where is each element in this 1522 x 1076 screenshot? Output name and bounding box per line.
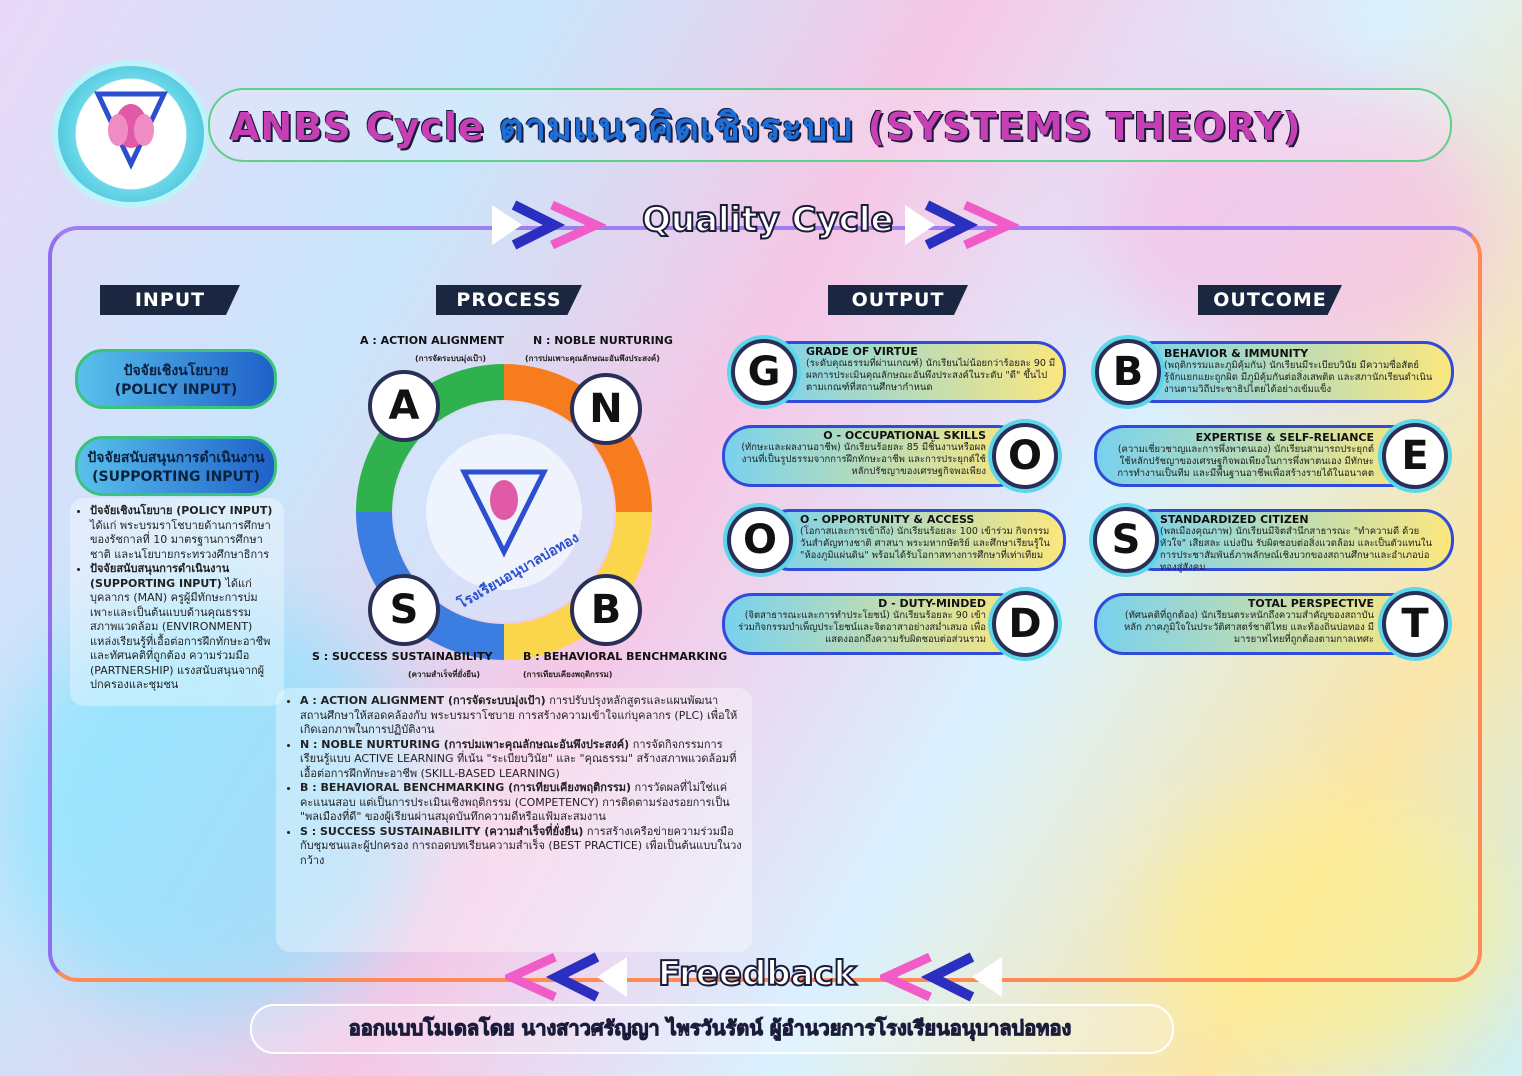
outcome-letter-b: B (1095, 339, 1161, 405)
outcome-head-t: TOTAL PERSPECTIVE (1247, 597, 1374, 610)
output-letter-o1: O (992, 423, 1058, 489)
output-text-d: D - DUTY-MINDED (จิตสาธารณะและการทำประโย… (736, 597, 986, 646)
output-head-g: GRADE OF VIRTUE (806, 345, 918, 358)
outcome-row-s (1124, 509, 1454, 571)
page-title: ANBS Cycle ตามแนวคิดเชิงระบบ (SYSTEMS TH… (230, 96, 1302, 157)
outcome-text-b: BEHAVIOR & IMMUNITY (พฤติกรรมและภูมิคุ้ม… (1164, 347, 1434, 396)
letter-a: A (368, 370, 440, 442)
footer-credit: ออกแบบโมเดลโดย นางสาวศรัญญา ไพรวันรัตน์ … (348, 1016, 1072, 1041)
letter-s: S (368, 574, 440, 646)
support-line1: ปัจจัยสนับสนุนการดำเนินงาน (87, 450, 265, 466)
output-row-d (722, 593, 1028, 655)
feedback-label: Freedback (657, 953, 857, 995)
output-head-o2: O - OPPORTUNITY & ACCESS (800, 513, 975, 526)
process-note-n: N : NOBLE NURTURING (การบ่มเพาะคุณลักษณะ… (300, 738, 744, 782)
outcome-body-t: (ทัศนคติที่ถูกต้อง) นักเรียนตระหนักถึงคว… (1124, 610, 1374, 645)
label-a: A : ACTION ALIGNMENT (360, 334, 505, 347)
outcome-text-s: STANDARDIZED CITIZEN (พลเมืองคุณภาพ) นัก… (1160, 513, 1444, 574)
support-line2: (SUPPORTING INPUT) (92, 469, 260, 485)
label-n-sub: (การบ่มเพาะคุณลักษณะอันพึงประสงค์) (525, 354, 660, 363)
output-body-o1: (ทักษะและผลงานอาชีพ) นักเรียนร้อยละ 85 ม… (741, 442, 986, 477)
policy-line2: (POLICY INPUT) (114, 382, 238, 398)
input-notes: ปัจจัยเชิงนโยบาย (POLICY INPUT) ได้แก่ พ… (70, 498, 284, 706)
title-th: ตามแนวคิดเชิงระบบ (499, 105, 854, 149)
outcome-head-b: BEHAVIOR & IMMUNITY (1164, 347, 1309, 360)
label-s-sub: (ความสำเร็จที่ยั่งยืน) (408, 670, 481, 679)
section-process: PROCESS (436, 285, 582, 315)
outcome-letter-t: T (1382, 591, 1448, 657)
output-letter-o2: O (727, 507, 793, 573)
outcome-body-e: (ความเชี่ยวชาญและการพึ่งพาตนเอง) นักเรีย… (1117, 444, 1374, 479)
cycle-frame (48, 226, 1482, 982)
output-letter-d: D (992, 591, 1058, 657)
title-en: ANBS Cycle (230, 105, 485, 149)
letter-n: N (570, 373, 642, 445)
label-b: B : BEHAVIORAL BENCHMARKING (523, 650, 728, 663)
supporting-input-pill: ปัจจัยสนับสนุนการดำเนินงาน (SUPPORTING I… (75, 436, 277, 496)
input-note-1: ปัจจัยเชิงนโยบาย (POLICY INPUT) ได้แก่ พ… (90, 504, 280, 562)
output-body-d: (จิตสาธารณะและการทำประโยชน์) นักเรียนร้อ… (738, 610, 986, 645)
title-frame (208, 88, 1452, 162)
output-text-o2: O - OPPORTUNITY & ACCESS (โอกาสและการเข้… (800, 513, 1056, 562)
policy-line1: ปัจจัยเชิงนโยบาย (123, 363, 229, 379)
outcome-row-b (1124, 341, 1454, 403)
quality-cycle-label: Quality Cycle (641, 199, 895, 241)
section-outcome: OUTCOME (1198, 285, 1342, 315)
outcome-text-e: EXPERTISE & SELF-RELIANCE (ความเชี่ยวชาญ… (1108, 431, 1374, 480)
process-note-b: B : BEHAVIORAL BENCHMARKING (การเทียบเคี… (300, 781, 744, 825)
title-paren: (SYSTEMS THEORY) (867, 105, 1302, 149)
anbs-ring (344, 352, 664, 676)
output-text-g: GRADE OF VIRTUE (ระดับคุณธรรมที่ผ่านเกณฑ… (806, 345, 1058, 394)
outcome-letter-e: E (1382, 423, 1448, 489)
policy-input-pill: ปัจจัยเชิงนโยบาย (POLICY INPUT) (75, 349, 277, 409)
output-row-o1 (722, 425, 1028, 487)
process-notes: A : ACTION ALIGNMENT (การจัดระบบมุ่งเป้า… (276, 688, 752, 952)
label-a-sub: (การจัดระบบมุ่งเป้า) (415, 354, 487, 363)
process-note-s: S : SUCCESS SUSTAINABILITY (ความสำเร็จที… (300, 825, 744, 869)
outcome-text-t: TOTAL PERSPECTIVE (ทัศนคติที่ถูกต้อง) นั… (1108, 597, 1374, 646)
output-head-d: D - DUTY-MINDED (878, 597, 986, 610)
output-body-o2: (โอกาสและการเข้าถึง) นักเรียนร้อยละ 100 … (800, 526, 1050, 561)
outcome-row-t (1094, 593, 1424, 655)
label-n: N : NOBLE NURTURING (533, 334, 673, 347)
feedback-arrows-left (500, 952, 635, 1006)
quality-arrows-left (492, 200, 632, 254)
outcome-body-s: (พลเมืองคุณภาพ) นักเรียนมีจิตสำนึกสาธารณ… (1160, 526, 1433, 573)
letter-b: B (570, 574, 642, 646)
school-logo (58, 66, 204, 202)
outcome-row-e (1094, 425, 1424, 487)
outcome-head-s: STANDARDIZED CITIZEN (1160, 513, 1309, 526)
output-text-o1: O - OCCUPATIONAL SKILLS (ทักษะและผลงานอา… (736, 429, 986, 478)
input-note-2: ปัจจัยสนับสนุนการดำเนินงาน (SUPPORTING I… (90, 562, 280, 693)
footer-frame (250, 1004, 1174, 1054)
section-input: INPUT (100, 285, 240, 315)
section-output: OUTPUT (828, 285, 968, 315)
outcome-letter-s: S (1093, 507, 1159, 573)
feedback-arrows-right (875, 952, 1010, 1006)
output-letter-g: G (731, 339, 797, 405)
output-body-g: (ระดับคุณธรรมที่ผ่านเกณฑ์) นักเรียนไม่น้… (806, 358, 1056, 393)
label-b-sub: (การเทียบเคียงพฤติกรรม) (523, 670, 613, 679)
label-s: S : SUCCESS SUSTAINABILITY (312, 650, 493, 663)
output-row-g (760, 341, 1066, 403)
output-row-o2 (760, 509, 1066, 571)
outcome-head-e: EXPERTISE & SELF-RELIANCE (1195, 431, 1374, 444)
process-note-a: A : ACTION ALIGNMENT (การจัดระบบมุ่งเป้า… (300, 694, 744, 738)
outcome-body-b: (พฤติกรรมและภูมิคุ้มกัน) นักเรียนมีระเบี… (1164, 360, 1433, 395)
output-head-o1: O - OCCUPATIONAL SKILLS (823, 429, 986, 442)
quality-arrows-right (905, 200, 1045, 254)
